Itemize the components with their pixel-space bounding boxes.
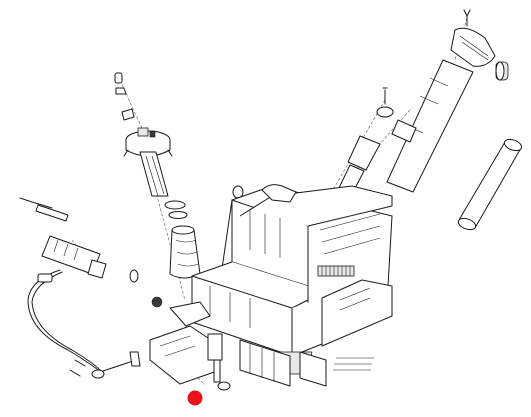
level-sender-assembly bbox=[114, 72, 244, 279]
filler-neck-assembly bbox=[325, 9, 509, 222]
hotspot-marker[interactable] bbox=[187, 390, 203, 406]
harness-and-lines bbox=[19, 197, 141, 379]
mounting-bracket bbox=[129, 269, 231, 391]
filter-cartridge bbox=[457, 138, 523, 231]
tank-body bbox=[191, 184, 393, 387]
